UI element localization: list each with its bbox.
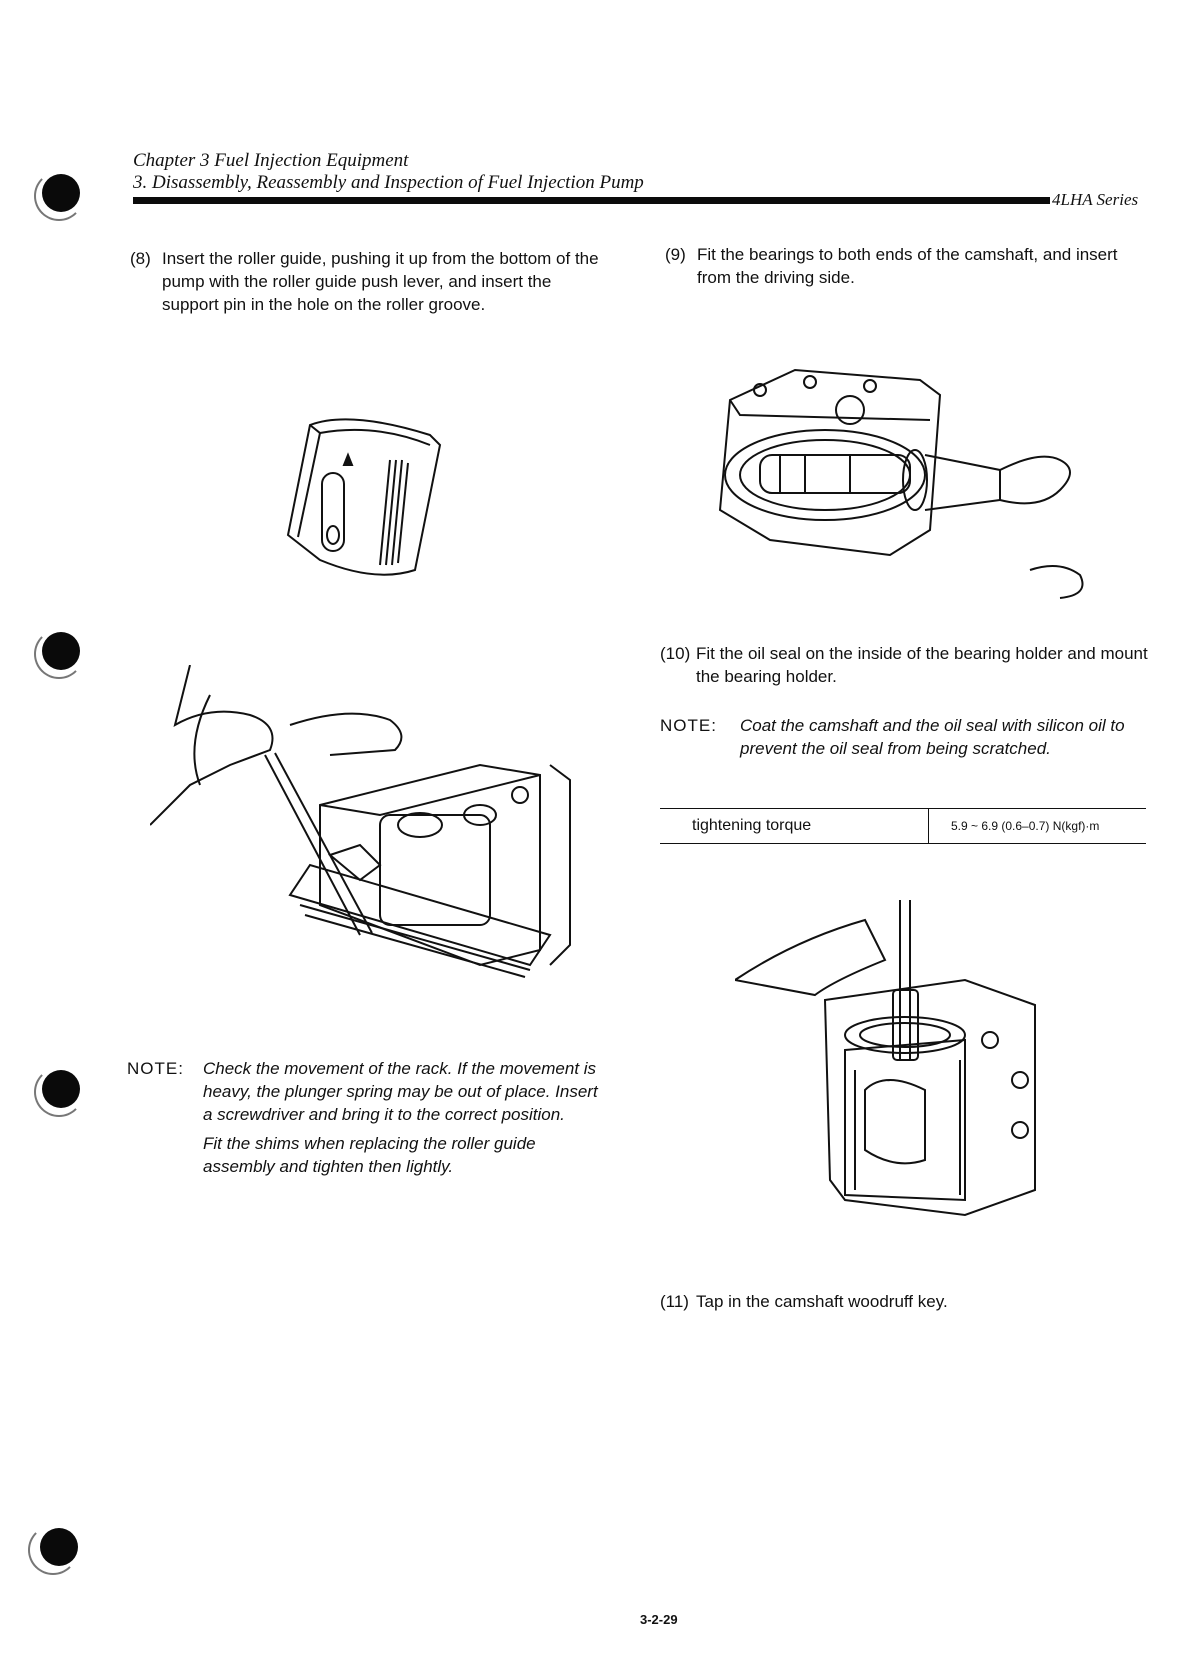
note-text: Coat the camshaft and the oil seal with … bbox=[740, 716, 1125, 758]
table-row: tightening torque 5.9 ~ 6.9 (0.6–0.7) N(… bbox=[660, 808, 1146, 844]
punch-hole-arc bbox=[34, 171, 84, 221]
note-label: NOTE: bbox=[127, 1059, 184, 1078]
page-number: 3-2-29 bbox=[640, 1612, 678, 1627]
note-text: Check the movement of the rack. If the m… bbox=[203, 1059, 598, 1124]
punch-hole bbox=[42, 1070, 80, 1108]
punch-hole-arc bbox=[28, 1525, 78, 1575]
punch-hole bbox=[42, 174, 80, 212]
roller-guide-illustration bbox=[280, 405, 460, 585]
spec-label: tightening torque bbox=[660, 808, 929, 844]
series-label: 4LHA Series bbox=[1052, 190, 1139, 209]
spec-value: 5.9 ~ 6.9 (0.6–0.7) N(kgf)·m bbox=[928, 808, 1146, 844]
punch-hole bbox=[40, 1528, 78, 1566]
bearing-holder-illustration bbox=[735, 900, 1065, 1230]
note-rack-movement: NOTE: Check the movement of the rack. If… bbox=[127, 1057, 607, 1178]
step-text: Fit the oil seal on the inside of the be… bbox=[696, 644, 1148, 686]
roller-guide-push-lever-illustration bbox=[150, 665, 590, 995]
step-text: Tap in the camshaft woodruff key. bbox=[696, 1292, 948, 1311]
note-label: NOTE: bbox=[660, 716, 717, 735]
note-silicon-oil: NOTE: Coat the camshaft and the oil seal… bbox=[660, 714, 1160, 760]
step-number: (8) bbox=[130, 249, 151, 268]
chapter-title: Chapter 3 Fuel Injection Equipment bbox=[133, 150, 409, 171]
punch-hole-arc bbox=[34, 629, 84, 679]
step-number: (11) bbox=[660, 1292, 689, 1311]
step-8: (8) Insert the roller guide, pushing it … bbox=[130, 247, 610, 316]
step-number: (10) bbox=[660, 644, 691, 663]
camshaft-bearing-illustration bbox=[700, 360, 1110, 605]
header-rule bbox=[133, 197, 1050, 204]
step-9: (9) Fit the bearings to both ends of the… bbox=[665, 243, 1155, 289]
step-11: (11) Tap in the camshaft woodruff key. bbox=[660, 1290, 1160, 1313]
step-text: Insert the roller guide, pushing it up f… bbox=[162, 249, 599, 314]
punch-hole-arc bbox=[34, 1067, 84, 1117]
step-number: (9) bbox=[665, 245, 686, 264]
step-10: (10) Fit the oil seal on the inside of t… bbox=[660, 642, 1160, 688]
section-title: 3. Disassembly, Reassembly and Inspectio… bbox=[133, 172, 644, 193]
note-text: Fit the shims when replacing the roller … bbox=[203, 1134, 536, 1176]
punch-hole bbox=[42, 632, 80, 670]
tightening-torque-table: tightening torque 5.9 ~ 6.9 (0.6–0.7) N(… bbox=[660, 808, 1146, 844]
step-text: Fit the bearings to both ends of the cam… bbox=[697, 245, 1118, 287]
